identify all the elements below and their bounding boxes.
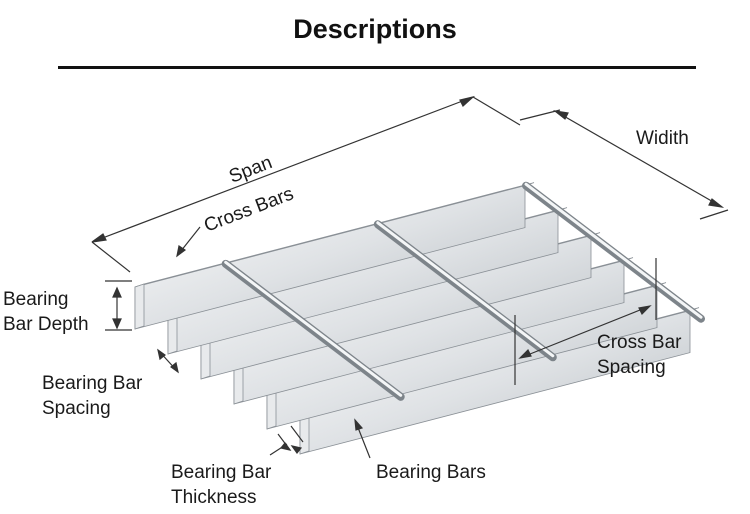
bearing-bar-thickness-label: Bearing Bar Thickness (171, 462, 277, 508)
cross-bar-highlight (224, 260, 403, 397)
cross-bar-highlight (524, 182, 703, 319)
bearing-bar-end (134, 283, 145, 330)
bearing-bar-depth-line2: Bar Depth (3, 314, 89, 335)
bearing-bar-spacing-dimension (157, 348, 179, 374)
bearing-bar-spacing-label: Bearing Bar Spacing (42, 373, 148, 419)
bearing-bar-depth-dimension (105, 280, 132, 331)
bearing-bar-spacing-line2: Spacing (42, 398, 111, 419)
bearing-bar-thickness-dimension (269, 425, 304, 456)
cross-bars-label: Cross Bars (201, 183, 296, 236)
leader-lines (176, 226, 371, 459)
width-label: Widith (636, 128, 689, 149)
cross-bar-spacing-dimension (514, 258, 657, 385)
cross-bar-spacing-line2: Spacing (597, 357, 666, 378)
span-dimension (91, 95, 521, 273)
cross-bar-spacing-label: Cross Bar Spacing (597, 332, 687, 378)
bearing-bar-thickness-line1: Bearing Bar (171, 462, 272, 483)
page-title: Descriptions (293, 14, 457, 44)
steel-grating (134, 181, 705, 455)
bearing-bar-depth-line1: Bearing (3, 289, 69, 310)
bearing-bar-depth-label: Bearing Bar Depth (3, 289, 89, 335)
cross-bar-highlight (376, 221, 555, 358)
bearing-bar-thickness-line2: Thickness (171, 487, 257, 508)
bearing-bars-label: Bearing Bars (376, 462, 486, 483)
width-dimension (519, 109, 729, 220)
cross-bar-spacing-line1: Cross Bar (597, 332, 682, 353)
title-divider (58, 66, 696, 69)
bearing-bar-spacing-line1: Bearing Bar (42, 373, 143, 394)
span-label: Span (226, 152, 275, 188)
